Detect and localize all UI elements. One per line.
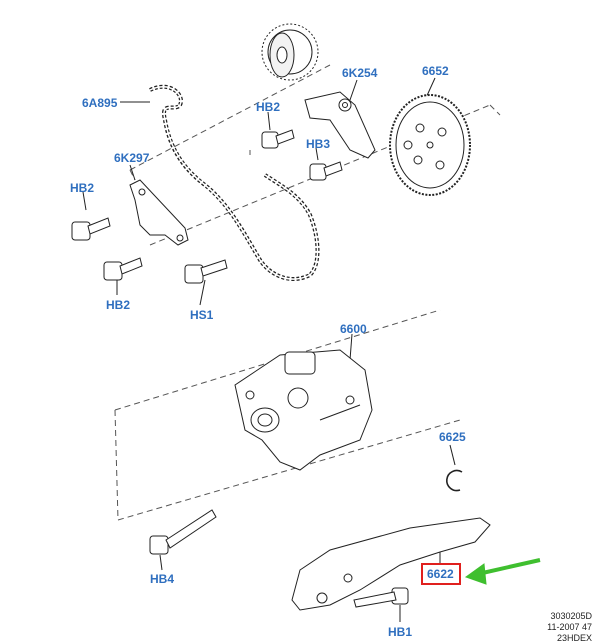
label-6625[interactable]: 6625 bbox=[439, 430, 466, 444]
label-6600[interactable]: 6600 bbox=[340, 322, 367, 336]
reference-line-3: 23HDEX bbox=[556, 633, 592, 643]
chain-tensioner bbox=[304, 91, 376, 159]
bolt-hb2-upper bbox=[261, 129, 295, 149]
bolt-hb3 bbox=[309, 161, 343, 181]
label-6652[interactable]: 6652 bbox=[422, 64, 449, 78]
label-6622[interactable]: 6622 bbox=[427, 567, 454, 581]
leader-lines bbox=[82, 77, 456, 622]
label-6K254[interactable]: 6K254 bbox=[342, 66, 378, 80]
label-6K297[interactable]: 6K297 bbox=[114, 151, 150, 165]
bolt-hs1 bbox=[184, 259, 228, 284]
bolt-hb2-left bbox=[71, 217, 111, 241]
timing-chain-inner bbox=[149, 85, 319, 280]
bolt-hb1 bbox=[353, 587, 409, 608]
label-hb2-lower[interactable]: HB2 bbox=[106, 298, 131, 312]
label-hb2-left[interactable]: HB2 bbox=[70, 181, 95, 195]
label-6A895[interactable]: 6A895 bbox=[82, 96, 118, 110]
oil-pump-sprocket bbox=[389, 94, 471, 196]
highlight-arrow bbox=[464, 558, 541, 585]
highlight-box-6622[interactable] bbox=[421, 563, 461, 585]
reference-line-1: 3030205D bbox=[550, 611, 592, 621]
bolt-hb4 bbox=[149, 509, 217, 555]
label-hb4[interactable]: HB4 bbox=[150, 572, 175, 586]
label-hb2-upper[interactable]: HB2 bbox=[256, 100, 281, 114]
oil-pump-body bbox=[234, 349, 373, 471]
chain-guide bbox=[129, 179, 189, 246]
reference-line-2: 11-2007 47 bbox=[547, 622, 592, 632]
label-hb1[interactable]: HB1 bbox=[388, 625, 413, 639]
circlip bbox=[446, 469, 463, 492]
cam-sprocket bbox=[261, 23, 319, 81]
label-hs1[interactable]: HS1 bbox=[190, 308, 214, 322]
timing-chain bbox=[149, 84, 320, 281]
bolt-hb2-lower bbox=[103, 257, 143, 281]
reference-code: 3030205D 11-2007 47 23HDEX bbox=[462, 611, 592, 644]
oil-pickup-tube bbox=[291, 517, 491, 611]
label-hb3[interactable]: HB3 bbox=[306, 137, 331, 151]
